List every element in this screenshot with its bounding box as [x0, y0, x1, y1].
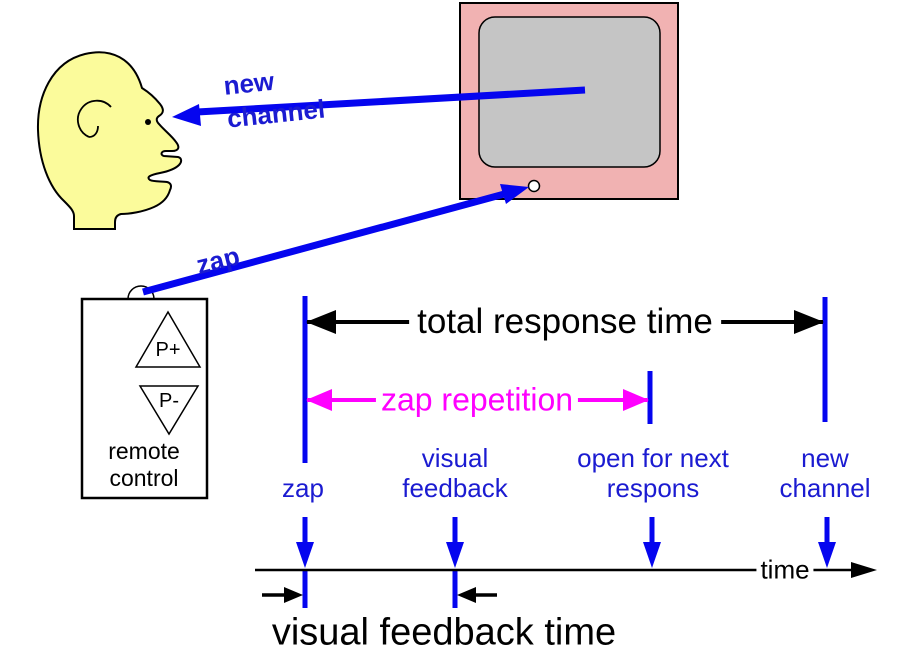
remote-control-label-line1: remote — [108, 438, 180, 464]
event-label-new-channel-line2: channel — [779, 473, 871, 503]
total-response-time-label: total response time — [409, 302, 721, 342]
down-arrow-open-head — [643, 542, 661, 568]
p-minus-label: P- — [159, 390, 179, 412]
tv-indicator-dot — [527, 179, 541, 193]
p-plus-label: P+ — [155, 339, 181, 361]
event-label-open-for-next-line2: respons — [606, 473, 700, 503]
head-icon — [36, 51, 183, 230]
time-axis-arrowhead — [851, 562, 877, 578]
event-label-open-for-next-line1: open for next — [577, 443, 729, 473]
total-response-arrowhead-left — [306, 310, 336, 334]
feedback-start-arrowhead — [284, 587, 303, 603]
eye-icon — [145, 119, 151, 125]
down-arrow-newchannel-head — [818, 542, 836, 568]
zap-repetition-arrowhead-right — [623, 389, 649, 411]
new-channel-arrow-label: new channel — [222, 60, 327, 136]
remote-control-label: remote control — [64, 438, 224, 492]
total-response-arrowhead-right — [794, 310, 824, 334]
time-axis-label: time — [756, 554, 814, 586]
event-label-zap-line2: zap — [282, 473, 324, 503]
zap-arrow-line — [142, 189, 509, 296]
event-label-new-channel: new channel — [715, 443, 920, 503]
visual-feedback-time-label: visual feedback time — [271, 611, 617, 654]
event-label-visual-feedback-line2: feedback — [402, 473, 508, 503]
zap-arrowhead — [500, 184, 529, 204]
down-arrow-zap-head — [296, 542, 314, 568]
p-minus-button — [138, 385, 200, 436]
remote-control-label-line2: control — [109, 465, 179, 491]
zap-repetition-arrowhead-left — [306, 389, 332, 411]
feedback-end-arrowhead — [457, 587, 476, 603]
event-label-visual-feedback-line1: visual — [421, 443, 489, 473]
zap-repetition-label: zap repetition — [375, 381, 579, 419]
new-channel-arrow-line — [196, 86, 586, 116]
ear-inner-curl — [88, 125, 99, 138]
event-label-new-channel-line1: new — [801, 443, 849, 473]
new-channel-arrowhead — [172, 104, 201, 126]
event-label-visual-feedback: visual feedback — [345, 443, 565, 503]
ear-icon — [76, 99, 112, 138]
down-arrow-feedback-head — [446, 542, 464, 568]
p-plus-button — [134, 310, 202, 368]
event-label-open-for-next: open for next respons — [543, 443, 763, 503]
event-label-zap: zap — [193, 443, 413, 503]
